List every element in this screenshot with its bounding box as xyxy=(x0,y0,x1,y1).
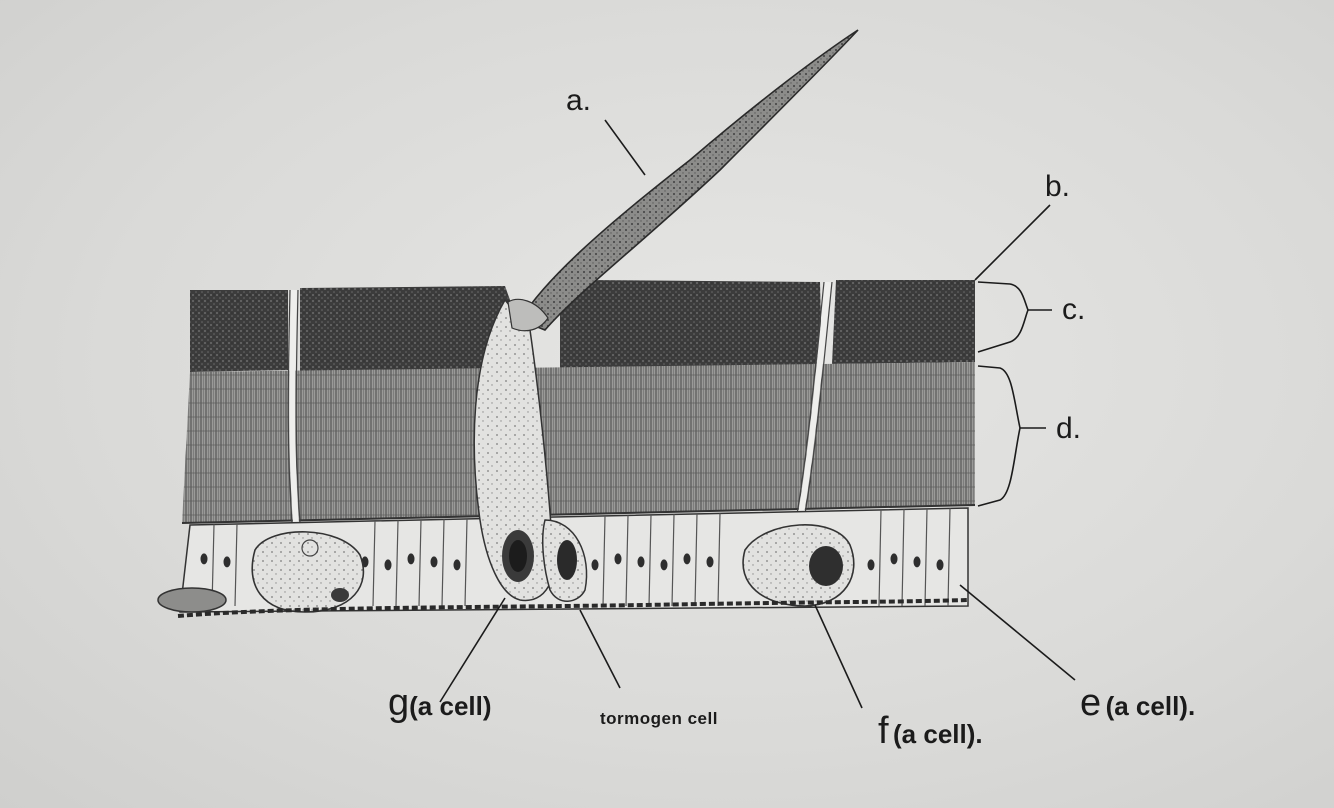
endocuticle-layer xyxy=(181,362,976,524)
label-g-letter: g xyxy=(388,682,410,724)
oenocyte xyxy=(157,587,227,613)
trichogen-cell xyxy=(473,298,555,602)
exocuticle-layer xyxy=(190,280,975,372)
label-d: d. xyxy=(1056,412,1082,445)
label-f-letter: f xyxy=(878,710,889,752)
leader-lines xyxy=(439,119,1076,709)
gland-cell-f xyxy=(742,524,855,607)
label-c: c. xyxy=(1062,293,1086,326)
gland-cell-left xyxy=(251,531,365,613)
label-f: f (a cell). xyxy=(878,712,983,750)
label-e-sub: (a cell). xyxy=(1105,691,1196,721)
bracket-d xyxy=(977,365,1021,507)
label-tormogen: tormogen cell xyxy=(600,709,718,728)
label-f-sub: (a cell). xyxy=(893,719,983,749)
label-g-sub: (a cell) xyxy=(409,691,492,721)
bristle-seta xyxy=(507,29,859,332)
tormogen-cell-shape xyxy=(541,519,588,602)
label-a: a. xyxy=(566,84,592,117)
label-b: b. xyxy=(1045,170,1071,203)
label-e-letter: e xyxy=(1080,682,1102,724)
pore-canals xyxy=(289,281,831,549)
basement-membrane xyxy=(177,598,969,618)
label-g: g(a cell) xyxy=(388,684,492,722)
bracket-c xyxy=(977,281,1029,353)
label-e: e (a cell). xyxy=(1080,684,1195,722)
